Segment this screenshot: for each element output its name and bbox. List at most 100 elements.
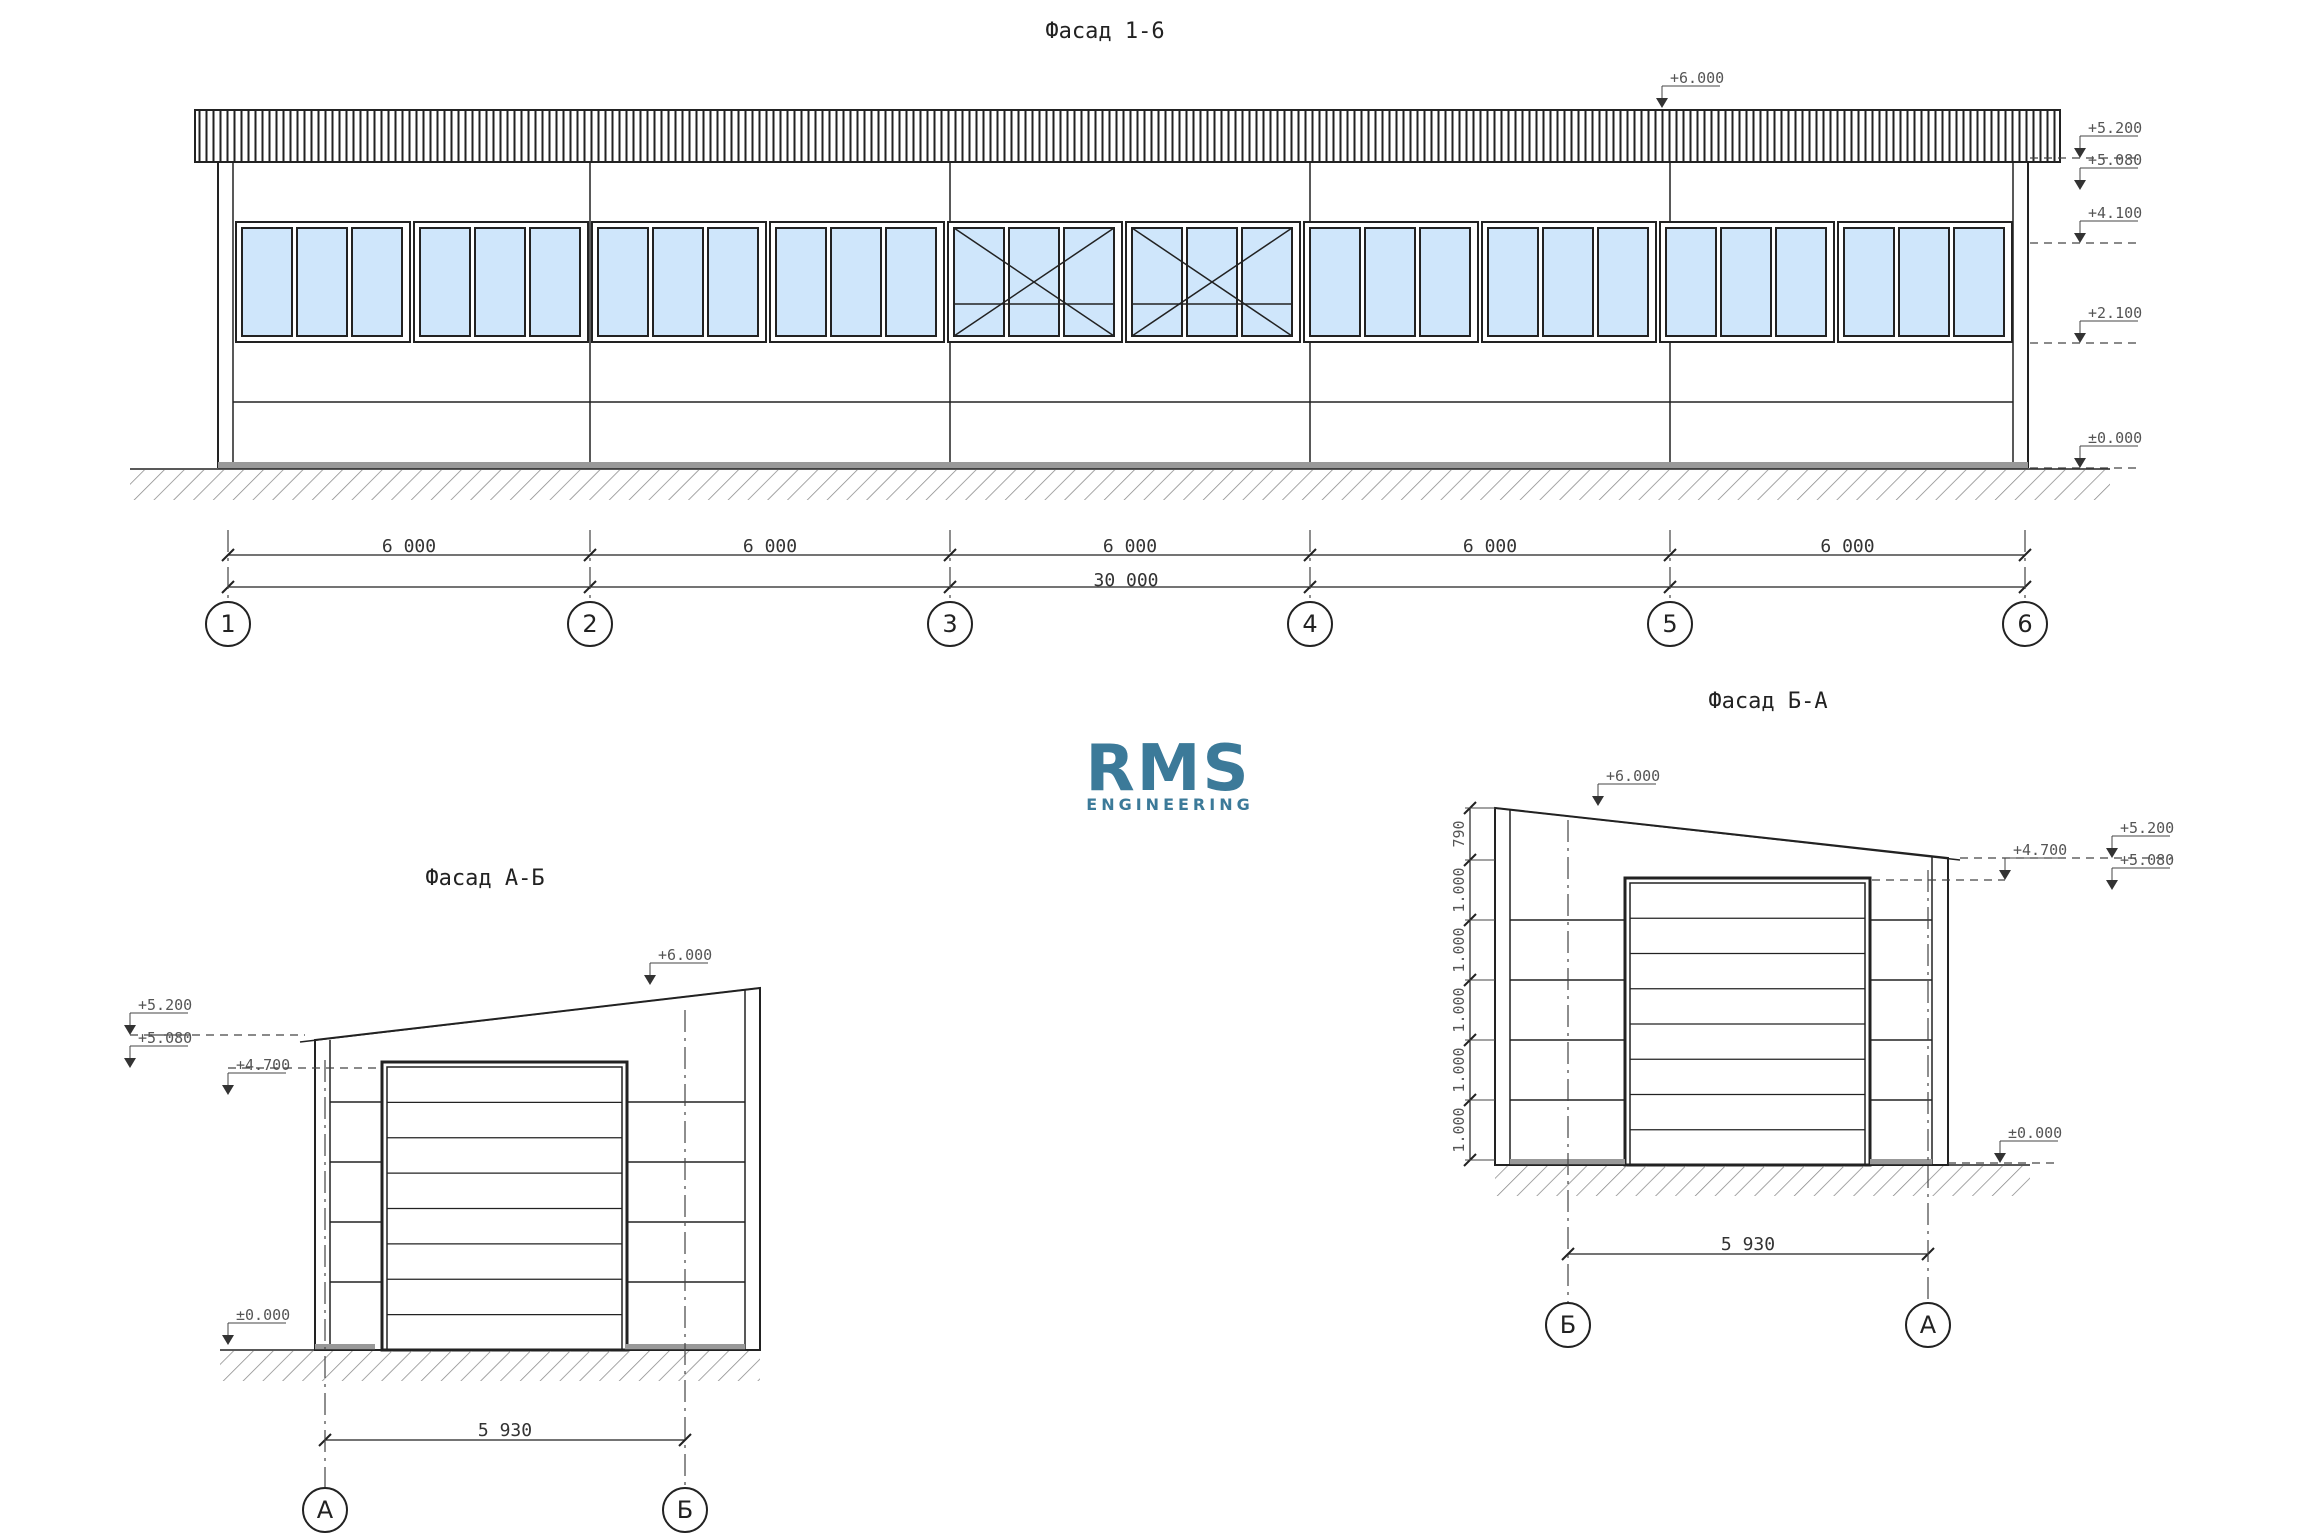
ab-axis-a-label: А — [317, 1496, 334, 1524]
window-pane — [1898, 227, 1950, 337]
door-ba-frame — [1623, 876, 1872, 1167]
ba-level-roof-text: +5.200 — [2120, 819, 2174, 837]
front-span-tick — [2018, 548, 2032, 562]
ab-span-label: 5 930 — [478, 1420, 532, 1441]
window-pane — [351, 227, 403, 337]
ba-level-zero-arrow — [1994, 1153, 2006, 1163]
ba-level-eave-text: +5.080 — [2120, 851, 2174, 869]
front-axis-1-circle — [205, 601, 251, 647]
front-facade-title: Фасад 1-6 — [1045, 19, 1164, 44]
front-axis-5-circle — [1647, 601, 1693, 647]
ba-vdim-label: 1.000 — [1450, 1047, 1468, 1092]
front-level-top-arrow — [1656, 98, 1668, 108]
window-brace — [953, 227, 1115, 337]
ba-vdim-label: 1.000 — [1450, 987, 1468, 1032]
front-axis-2-label: 2 — [582, 610, 597, 638]
ab-level-door-top-arrow — [222, 1085, 234, 1095]
window-pane — [419, 227, 471, 337]
front-total-label: 30 000 — [1093, 570, 1158, 591]
window-pane — [529, 227, 581, 337]
front-roof — [194, 109, 2061, 163]
ab-level-eave-arrow — [124, 1058, 136, 1068]
ba-axis-b-label: Б — [1560, 1311, 1576, 1339]
ba-level-door-top-arrow — [1999, 870, 2011, 880]
front-span-tick — [1663, 548, 1677, 562]
side-ba-sectional-door — [1623, 876, 1872, 1167]
ba-level-door-top-text: +4.700 — [2013, 841, 2067, 859]
ba-level-zero-text: ±0.000 — [2008, 1124, 2062, 1142]
window-pane — [652, 227, 704, 337]
front-axis-5-label: 5 — [1662, 610, 1677, 638]
front-span-tick — [583, 548, 597, 562]
ab-axis-a-circle — [302, 1487, 348, 1533]
front-level-window-top-text: +4.100 — [2088, 204, 2142, 222]
window-pane — [1364, 227, 1416, 337]
front-span-tick — [221, 548, 235, 562]
side-facade-ab: Фасад А-Б +6.000 +5.200 +5.080 +4.700 ±0.000… — [124, 866, 761, 1533]
ba-level-top-arrow — [1592, 796, 1604, 806]
front-axis-3-circle — [927, 601, 973, 647]
window-pane — [1487, 227, 1539, 337]
side-ba-dimensions: 5 930 — [1561, 1234, 1935, 1261]
ab-level-eave-text: +5.080 — [138, 1029, 192, 1047]
front-ground — [130, 468, 2110, 500]
ba-axis-a-label: А — [1920, 1311, 1937, 1339]
ab-level-door-top-text: +4.700 — [236, 1056, 290, 1074]
logo-sub-text: ENGINEERING — [1086, 795, 1253, 814]
ab-level-roof-text: +5.200 — [138, 996, 192, 1014]
window-pane — [1131, 227, 1183, 337]
door-ab-frame — [380, 1060, 629, 1352]
window-pane — [1419, 227, 1471, 337]
ba-level-roof-arrow — [2106, 848, 2118, 858]
ba-vdim-label: 1.000 — [1450, 1107, 1468, 1152]
window-pane — [1775, 227, 1827, 337]
side-ab-title: Фасад А-Б — [425, 866, 544, 891]
window-pane — [1542, 227, 1594, 337]
ba-axis-b-circle — [1545, 1302, 1591, 1348]
window-pane — [1665, 227, 1717, 337]
window-pane — [775, 227, 827, 337]
ba-vdim-label: 1.000 — [1450, 927, 1468, 972]
front-axis-6-circle — [2002, 601, 2048, 647]
front-axis-2-circle — [567, 601, 613, 647]
side-facade-ba: Фасад Б-А +6.000+5.200+5.080+4.700±0.000… — [1450, 689, 2174, 1348]
front-level-window-bottom-arrow — [2074, 333, 2086, 343]
ab-axis-b-label: Б — [677, 1496, 693, 1524]
ba-level-top-text: +6.000 — [1606, 767, 1660, 785]
window-pane — [1843, 227, 1895, 337]
ba-span-label: 5 930 — [1721, 1234, 1775, 1255]
front-span-label: 6 000 — [743, 536, 797, 557]
front-level-roof-text: +5.200 — [2088, 119, 2142, 137]
front-span-label: 6 000 — [1820, 536, 1874, 557]
front-axis-1-label: 1 — [220, 610, 235, 638]
front-plinth — [218, 462, 2028, 469]
front-axis-3-label: 3 — [942, 610, 957, 638]
front-level-top-text: +6.000 — [1670, 69, 1724, 87]
ba-axis-a-circle — [1905, 1302, 1951, 1348]
front-axis-markers: 1 2 3 4 5 6 — [205, 530, 2048, 647]
front-axis-4-label: 4 — [1302, 610, 1317, 638]
window-pane — [1063, 227, 1115, 337]
front-level-eave-arrow — [2074, 180, 2086, 190]
window-pane — [296, 227, 348, 337]
ab-level-zero-text: ±0.000 — [236, 1306, 290, 1324]
window-pane — [830, 227, 882, 337]
window-pane — [1720, 227, 1772, 337]
front-level-eave-text: +5.080 — [2088, 151, 2142, 169]
side-ab-dimensions: 5 930 — [318, 1420, 692, 1447]
front-axis-6-label: 6 — [2017, 610, 2032, 638]
window-pane — [474, 227, 526, 337]
ab-level-top-text: +6.000 — [658, 946, 712, 964]
front-axis-4-circle — [1287, 601, 1333, 647]
side-ab-sectional-door — [380, 1060, 629, 1352]
logo-main-text: RMS — [1085, 732, 1250, 806]
front-span-tick — [1303, 548, 1317, 562]
front-span-tick — [943, 548, 957, 562]
front-level-roof-arrow — [2074, 148, 2086, 158]
company-logo: RMS ENGINEERING — [1085, 732, 1253, 814]
